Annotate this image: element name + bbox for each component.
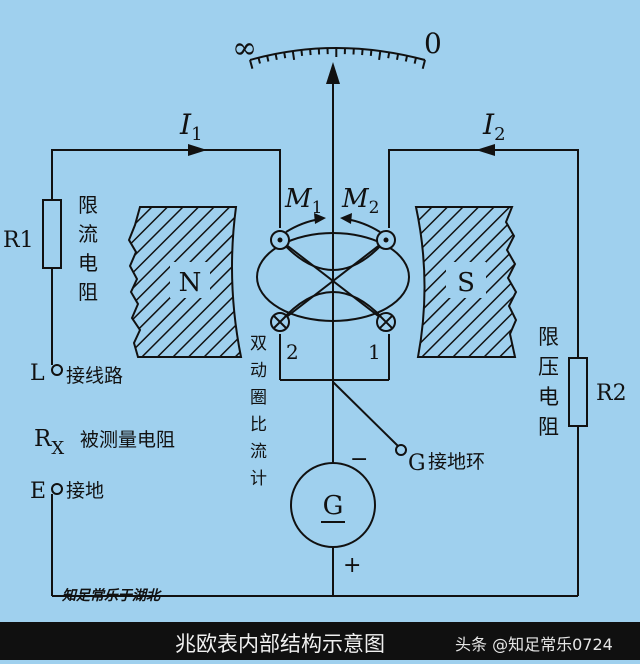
resistor-r2 xyxy=(569,358,587,426)
terminal-g xyxy=(396,445,406,455)
coil-1-label: 1 xyxy=(368,340,381,364)
magnet-s-label: S xyxy=(457,268,475,298)
terminal-g-description: 接地环 xyxy=(428,451,485,473)
generator-label: G xyxy=(323,491,344,521)
r1-label: R1 xyxy=(3,228,34,253)
scale-dial xyxy=(250,48,425,69)
generator-plus: + xyxy=(343,553,361,578)
svg-text:限: 限 xyxy=(538,325,559,349)
svg-text:阻: 阻 xyxy=(78,280,98,304)
scale-tick xyxy=(284,52,285,58)
terminal-l-description: 接线路 xyxy=(66,365,123,387)
scale-tick xyxy=(406,56,407,62)
svg-text:电: 电 xyxy=(78,251,98,275)
r1-description: 限 流 电 阻 xyxy=(78,193,98,304)
scale-tick xyxy=(388,52,389,58)
r2-label: R2 xyxy=(596,381,627,406)
terminal-e-description: 接地 xyxy=(66,480,104,502)
i1-label: I1 xyxy=(179,108,203,145)
svg-text:压: 压 xyxy=(538,355,559,379)
terminal-l-label: L xyxy=(30,361,45,386)
scale-tick xyxy=(379,51,380,60)
ground-ring-wire xyxy=(333,382,398,446)
footer-credit: 头条 @知足常乐0724 xyxy=(455,631,613,655)
scale-tick xyxy=(362,49,363,55)
svg-text:电: 电 xyxy=(538,385,559,409)
scale-tick xyxy=(301,50,302,56)
footer-bar: 兆欧表内部结构示意图 头条 @知足常乐0724 xyxy=(0,622,640,660)
coil-2-label: 2 xyxy=(286,340,299,364)
scale-tick xyxy=(267,56,268,62)
svg-text:流: 流 xyxy=(250,442,267,462)
svg-text:限: 限 xyxy=(78,193,98,217)
terminal-e-label: E xyxy=(30,479,46,504)
generator-minus: − xyxy=(350,447,368,472)
scale-tick xyxy=(310,49,311,55)
coil-dot-m2 xyxy=(377,231,395,249)
terminal-e xyxy=(52,484,62,494)
i2-arrow xyxy=(476,144,495,156)
i2-label: I2 xyxy=(482,108,506,145)
scale-tick xyxy=(423,60,425,69)
svg-text:比: 比 xyxy=(250,415,267,435)
coil-cross-2 xyxy=(271,313,289,331)
scale-tick xyxy=(293,51,294,60)
scale-tick xyxy=(371,50,372,56)
scale-tick xyxy=(397,54,398,60)
rx-label: RX xyxy=(34,426,64,459)
scale-tick xyxy=(259,58,261,64)
coil-cross-1 xyxy=(377,313,395,331)
i1-arrow xyxy=(188,144,207,156)
footer-title: 兆欧表内部结构示意图 xyxy=(175,628,385,658)
svg-text:计: 计 xyxy=(250,469,267,489)
svg-text:圈: 圈 xyxy=(250,388,267,408)
svg-text:动: 动 xyxy=(250,361,267,381)
magnet-n-label: N xyxy=(179,268,202,298)
svg-text:阻: 阻 xyxy=(538,415,559,439)
coil-description: 双 动 圈 比 流 计 xyxy=(250,334,267,489)
resistor-r1 xyxy=(43,200,61,268)
watermark: 知足常乐于湖北 xyxy=(61,587,162,604)
pointer-arrowhead xyxy=(326,62,340,84)
scale-infinity-label: ∞ xyxy=(232,31,257,66)
scale-tick xyxy=(415,58,416,64)
r2-description: 限 压 电 阻 xyxy=(538,325,559,439)
m2-label: M2 xyxy=(341,184,379,218)
rx-description: 被测量电阻 xyxy=(80,429,175,451)
terminal-g-label: G xyxy=(408,451,426,476)
scale-tick xyxy=(276,54,277,60)
svg-text:双: 双 xyxy=(250,334,267,354)
scale-zero-label: 0 xyxy=(424,27,442,60)
svg-text:流: 流 xyxy=(78,222,98,246)
terminal-l xyxy=(52,365,62,375)
m1-label: M1 xyxy=(284,184,322,218)
coil-dot-m1 xyxy=(271,231,289,249)
